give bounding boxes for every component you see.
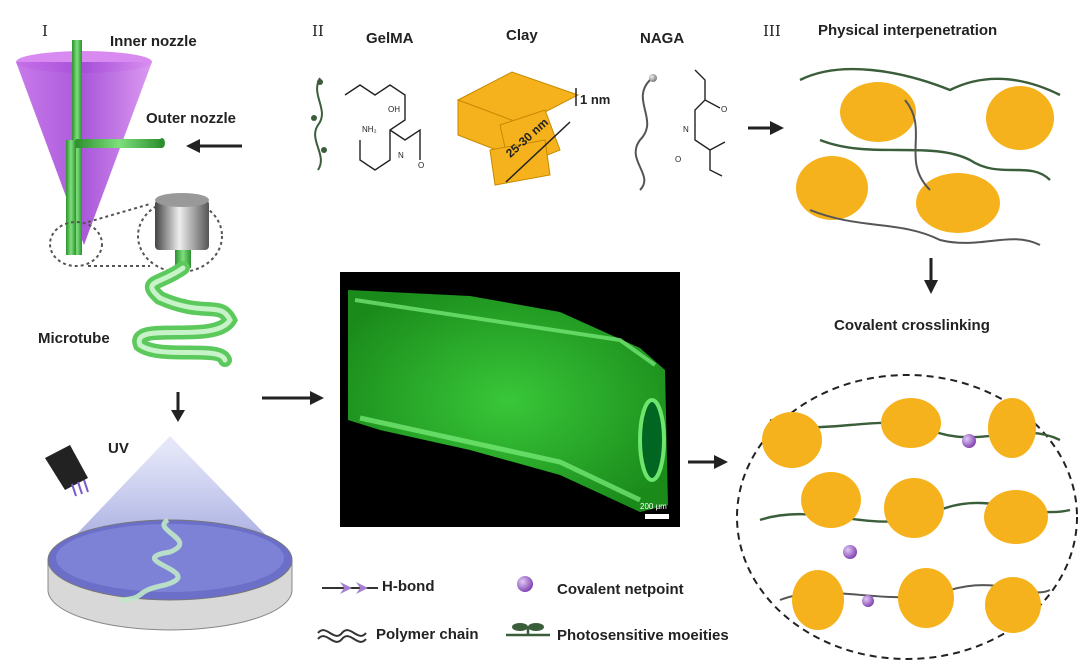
uv-lamp [45, 445, 89, 497]
svg-text:OH: OH [388, 105, 400, 114]
legend-netpoint-glyph [517, 576, 533, 592]
clay-label: Clay [506, 27, 538, 44]
physical-interpenetration-label: Physical interpenetration [818, 22, 998, 39]
svg-text:O: O [675, 155, 681, 164]
metal-needle [155, 193, 209, 268]
microtube-label: Microtube [38, 330, 110, 347]
arrow-to-physical [748, 121, 784, 135]
svg-text:N: N [398, 151, 404, 160]
legend-polymer-chain-label: Polymer chain [376, 626, 479, 643]
uv-label: UV [108, 440, 129, 457]
clay-platelets [456, 71, 580, 186]
fluorescence-micrograph [340, 272, 680, 527]
gelma-label: GelMA [366, 30, 414, 47]
legend-photosensitive-glyph [506, 623, 550, 637]
inner-nozzle-label: Inner nozzle [110, 33, 197, 50]
panel-roman-iii: III [763, 22, 781, 40]
printed-microtube [132, 261, 238, 367]
down-arrow-covalent [924, 258, 938, 294]
legend-hbond-label: H-bond [382, 578, 435, 595]
svg-text:O: O [721, 105, 727, 114]
legend-hbond-glyph [322, 582, 378, 594]
petri-dish [47, 517, 293, 631]
covalent-network [736, 374, 1078, 660]
svg-text:NH₂: NH₂ [362, 125, 377, 134]
outer-nozzle-label: Outer nozzle [146, 110, 237, 127]
gelma-structure: OH NH₂ N O [311, 77, 424, 171]
naga-label: NAGA [640, 30, 685, 47]
down-arrow-uv [171, 392, 185, 422]
arrow-to-micrograph [262, 391, 324, 405]
arrow-to-covalent [688, 455, 728, 469]
clay-dimension-lines [505, 88, 577, 183]
outer-nozzle-arrow [186, 139, 242, 153]
panel-roman-ii: II [312, 22, 324, 40]
svg-text:O: O [418, 161, 424, 170]
clay-thickness-label: 1 nm [580, 92, 611, 107]
naga-structure: N O O [634, 69, 727, 191]
covalent-crosslinking-label: Covalent crosslinking [834, 317, 990, 334]
physical-network [796, 67, 1061, 246]
panel-roman-i: I [42, 22, 48, 40]
legend-polymer-glyph [317, 629, 367, 643]
coaxial-nozzle [16, 40, 165, 255]
legend-photosensitive-label: Photosensitive moeities [557, 627, 729, 644]
legend-covalent-netpoint-label: Covalent netpoint [557, 581, 684, 598]
scale-bar-label: 200 μm [640, 502, 667, 511]
svg-text:N: N [683, 125, 689, 134]
